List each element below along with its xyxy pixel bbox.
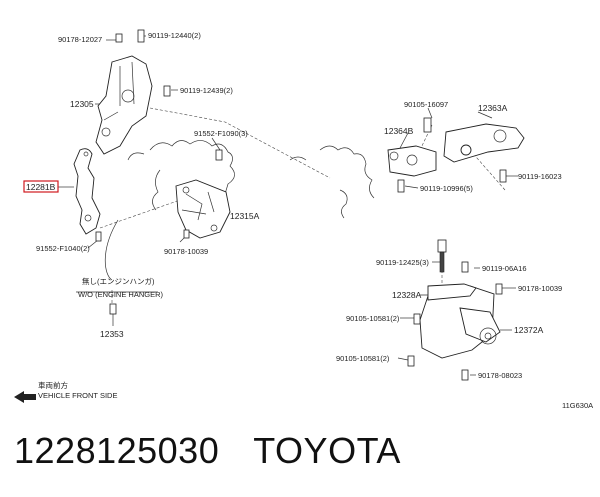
engine-hanger-12281B (73, 148, 102, 242)
label-90105-16097: 90105-16097 (404, 100, 448, 109)
label-12315A: 12315A (230, 211, 260, 221)
label-12328A: 12328A (392, 290, 422, 300)
label-90178-10039-b: 90178-10039 (518, 284, 562, 293)
lower-mount-12372A-12328A (407, 239, 503, 381)
part-12353 (109, 303, 117, 326)
label-12305: 12305 (70, 99, 94, 109)
highlight-box (23, 180, 59, 193)
label-90178-10039-a: 90178-10039 (164, 247, 208, 256)
rear-mount-12363A-12364B (387, 117, 525, 193)
label-12353: 12353 (100, 329, 124, 339)
vehicle-front-arrow-icon (14, 391, 36, 403)
label-90119-12425: 90119-12425(3) (376, 258, 429, 267)
label-91552-F1090: 91552-F1090(3) (194, 129, 248, 138)
label-90119-06A16: 90119-06A16 (482, 264, 526, 273)
label-12363A: 12363A (478, 103, 508, 113)
label-90119-12440: 90119-12440(2) (148, 31, 201, 40)
engine-mounting-bracket-12315A (175, 149, 231, 239)
label-90105-10581-b: 90105-10581(2) (336, 354, 390, 363)
engine-outline (104, 140, 375, 281)
label-90119-16023: 90119-16023 (518, 172, 562, 181)
part-number: 1228125030 (14, 430, 220, 471)
label-12281B: 12281B (26, 182, 56, 192)
footer-caption: 1228125030 TOYOTA (14, 430, 401, 472)
parts-diagram: 90178-12027 90119-12440(2) 90119-12439(2… (14, 29, 593, 410)
label-90119-12439: 90119-12439(2) (180, 86, 233, 95)
label-90178-12027: 90178-12027 (58, 35, 102, 44)
label-90119-10996: 90119-10996(5) (420, 184, 473, 193)
label-ref-code: 11G630A (562, 401, 593, 410)
label-12364B: 12364B (384, 126, 414, 136)
leader-lines (99, 107, 506, 305)
label-engine-hanger-en: W/O (ENGINE HANGER) (78, 290, 164, 299)
brand-name: TOYOTA (253, 430, 401, 471)
label-90105-10581-a: 90105-10581(2) (346, 314, 400, 323)
label-90178-08023: 90178-08023 (478, 371, 522, 380)
engine-mount-bracket-12305 (95, 29, 171, 155)
label-91552-F1040: 91552-F1040(2) (36, 244, 90, 253)
label-front-jp: 車両前方 (38, 380, 68, 390)
label-12372A: 12372A (514, 325, 544, 335)
label-engine-hanger-jp: 無し(エンジンハンガ) (82, 276, 155, 286)
label-front-en: VEHICLE FRONT SIDE (38, 391, 117, 400)
